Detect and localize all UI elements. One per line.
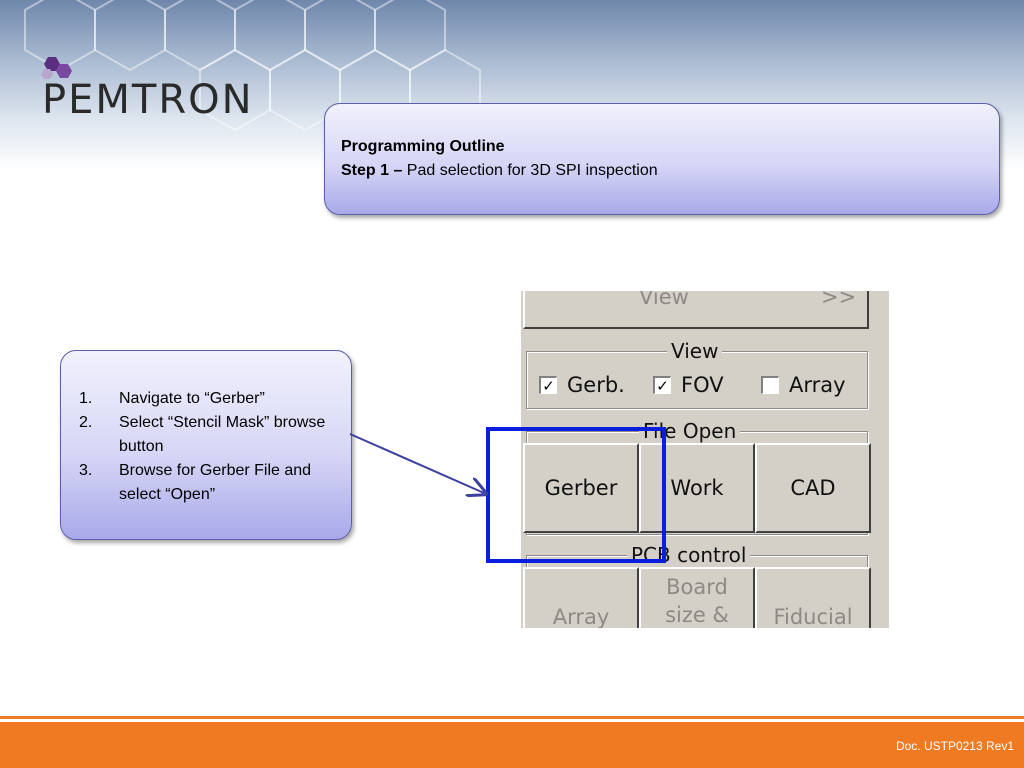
fov-checkbox[interactable]: ✓ FOV <box>653 373 724 397</box>
instruction-text: Browse for Gerber File and select “Open” <box>119 462 312 503</box>
fiducial-button[interactable]: Fiducial <box>755 567 871 628</box>
logo-hexagon-icon <box>41 57 72 79</box>
instruction-list: 1. Navigate to “Gerber” 2. Select “Stencil… <box>79 387 339 507</box>
instruction-number: 2. <box>79 414 93 431</box>
checkbox-checked-icon: ✓ <box>539 376 557 394</box>
view-toggle-button[interactable]: View >> <box>523 291 869 329</box>
step-description: Step 1 – Pad selection for 3D SPI inspec… <box>341 162 658 180</box>
instructions-callout: 1. Navigate to “Gerber” 2. Select “Stencil… <box>60 350 352 540</box>
footer-divider <box>0 716 1024 719</box>
view-group-legend: View <box>667 340 723 362</box>
board-size-button-label: Board size & <box>665 575 729 627</box>
gerber-button[interactable]: Gerber <box>523 443 639 533</box>
document-number: Doc. USTP0213 Rev1 <box>895 739 1014 753</box>
arrow-line <box>349 433 484 493</box>
step-text: Pad selection for 3D SPI inspection <box>402 162 658 179</box>
fov-checkbox-label: FOV <box>681 373 724 397</box>
gerb-checkbox[interactable]: ✓ Gerb. <box>539 373 625 397</box>
software-panel-screenshot: View >> View ✓ Gerb. ✓ FOV Array File Op… <box>521 291 889 628</box>
instruction-number: 3. <box>79 462 93 479</box>
instruction-item: 2. Select “Stencil Mask” browse button <box>79 411 339 459</box>
cad-button[interactable]: CAD <box>755 443 871 533</box>
instruction-number: 1. <box>79 390 93 407</box>
array-button[interactable]: Array <box>523 567 639 628</box>
array-checkbox-label: Array <box>789 373 846 397</box>
footer-bar: Doc. USTP0213 Rev1 <box>0 722 1024 768</box>
gerber-highlight-box <box>486 427 666 563</box>
view-button-label: View <box>639 291 689 309</box>
array-button-label: Array <box>552 605 610 628</box>
expand-arrows-icon: >> <box>821 291 857 309</box>
step-label: Step 1 – <box>341 162 403 179</box>
instruction-item: 1. Navigate to “Gerber” <box>79 387 339 411</box>
checkbox-checked-icon: ✓ <box>653 376 671 394</box>
gerb-checkbox-label: Gerb. <box>567 373 625 397</box>
instruction-item: 3. Browse for Gerber File and select “Ope… <box>79 459 339 507</box>
fiducial-button-label: Fiducial <box>773 605 853 628</box>
logo-text: PEMTRON <box>42 77 254 123</box>
work-button[interactable]: Work <box>639 443 755 533</box>
title-callout: Programming Outline Step 1 – Pad selecti… <box>324 103 1000 215</box>
outline-heading: Programming Outline <box>341 138 505 155</box>
instruction-text: Select “Stencil Mask” browse button <box>119 414 326 455</box>
instruction-text: Navigate to “Gerber” <box>119 390 265 407</box>
board-size-button[interactable]: Board size & <box>639 567 755 628</box>
pemtron-logo: PEMTRON <box>36 55 252 135</box>
checkbox-unchecked-icon <box>761 376 779 394</box>
array-checkbox[interactable]: Array <box>761 373 846 397</box>
